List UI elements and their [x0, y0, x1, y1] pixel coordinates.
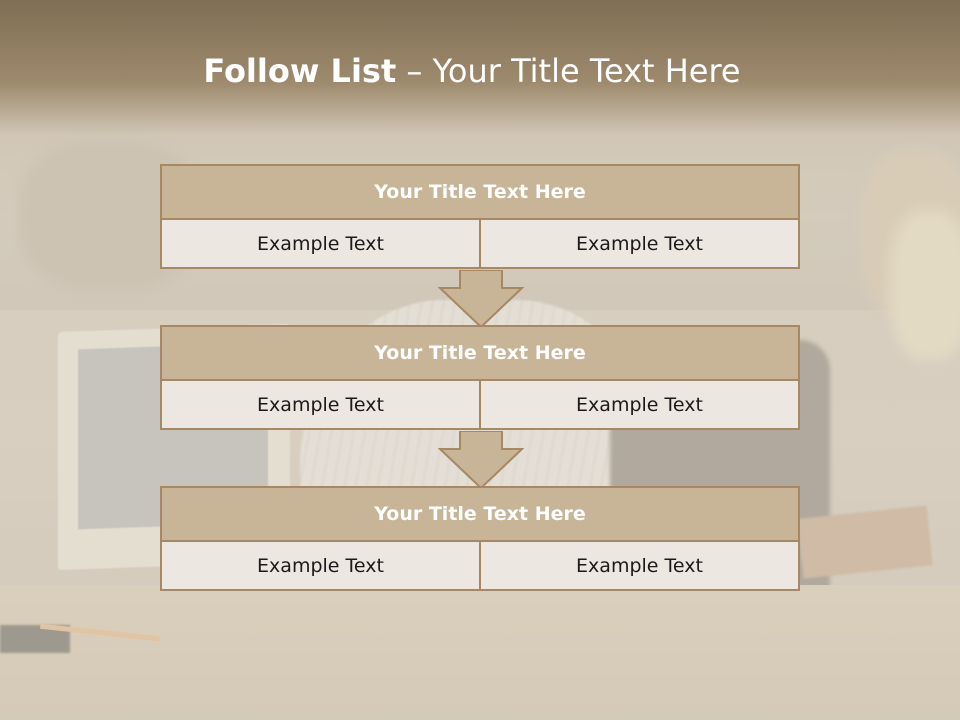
title-rest-part: – Your Title Text Here	[396, 52, 741, 90]
step-2-right-text: Example Text	[481, 381, 800, 430]
step-3-left-text: Example Text	[160, 542, 481, 591]
step-3-right-text: Example Text	[481, 542, 800, 591]
down-arrow-2	[438, 431, 524, 489]
step-title-2: Your Title Text Here	[160, 325, 800, 381]
step-block-3: Your Title Text Here Example Text Exampl…	[160, 486, 800, 591]
slide-title: Follow List – Your Title Text Here	[0, 52, 944, 90]
step-block-1: Your Title Text Here Example Text Exampl…	[160, 164, 800, 269]
step-row-3: Example Text Example Text	[160, 542, 800, 591]
step-row-1: Example Text Example Text	[160, 220, 800, 269]
step-row-2: Example Text Example Text	[160, 381, 800, 430]
step-1-right-text: Example Text	[481, 220, 800, 269]
step-1-left-text: Example Text	[160, 220, 481, 269]
step-title-3: Your Title Text Here	[160, 486, 800, 542]
title-bold-part: Follow List	[203, 52, 397, 90]
down-arrow-1	[438, 270, 524, 328]
step-2-left-text: Example Text	[160, 381, 481, 430]
step-title-1: Your Title Text Here	[160, 164, 800, 220]
step-block-2: Your Title Text Here Example Text Exampl…	[160, 325, 800, 430]
